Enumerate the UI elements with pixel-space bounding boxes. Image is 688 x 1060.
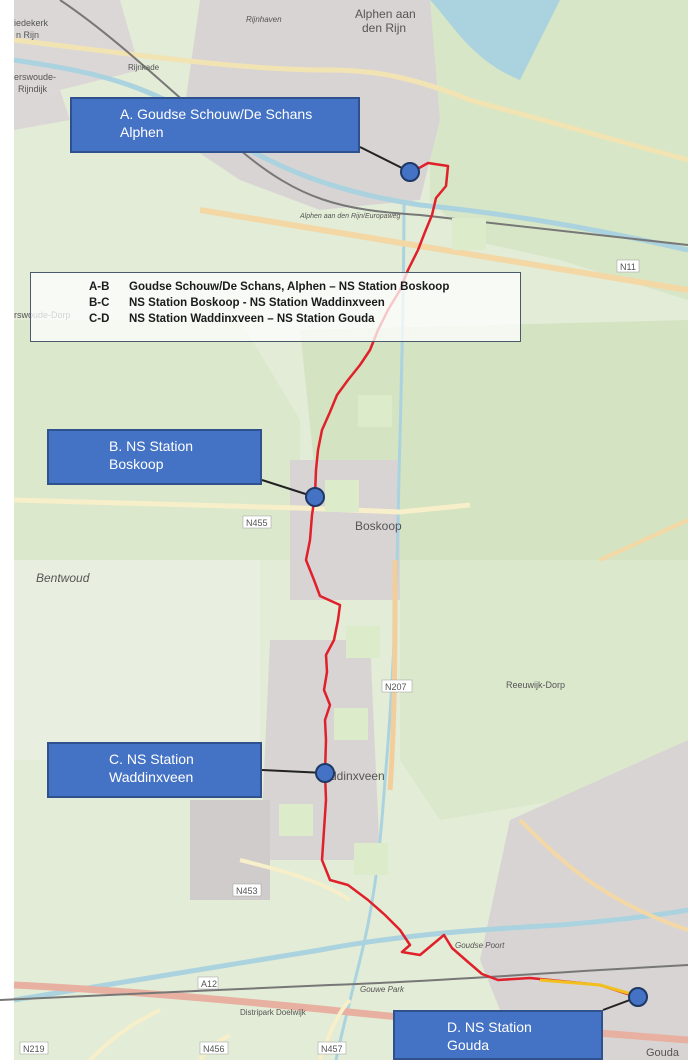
water-braassemermeer	[430, 0, 560, 80]
road-n219	[88, 1008, 161, 1060]
road-shield-n219	[19, 1041, 49, 1055]
legend-text: Goudse Schouw/De Schans, Alphen – NS Sta…	[129, 281, 450, 293]
label-rijnhaven: Rijnhaven	[246, 15, 282, 24]
label-n207: N207	[385, 682, 407, 692]
label-koudekerk-2: Rijndijk	[18, 84, 48, 94]
label-a12: A12	[201, 979, 217, 989]
gouwe-canal	[334, 199, 406, 1060]
legend-code: B-C	[89, 297, 110, 309]
label-bentwoud: Bentwoud	[36, 571, 90, 585]
map-square-7	[354, 843, 388, 875]
road-shield-n207	[381, 679, 413, 693]
urban-area-waddinxveen	[260, 640, 380, 860]
callout-c-subtitle: Waddinxveen	[109, 769, 194, 785]
map-square-4	[346, 626, 380, 658]
label-gouda: Gouda	[646, 1047, 680, 1059]
legend-text: NS Station Boskoop - NS Station Waddinxv…	[129, 297, 385, 309]
road-reeuwijk	[599, 518, 688, 562]
polder-area-east	[400, 560, 688, 820]
callout-d[interactable]: D. NS Station Gouda	[393, 1010, 603, 1060]
railway-gouda	[0, 964, 688, 1001]
road-north	[13, 37, 688, 163]
callout-a-title: A. Goudse Schouw/De Schans	[120, 106, 313, 122]
map-square-1	[452, 218, 486, 250]
map-square-3	[325, 480, 359, 512]
label-reeuwijk-dorp: Reeuwijk-Dorp	[506, 680, 565, 690]
label-n453: N453	[236, 886, 258, 896]
label-leiderdorp-2: n Rijn	[16, 30, 39, 40]
label-n456: N456	[203, 1044, 225, 1054]
route-alt-segment	[539, 978, 636, 997]
label-rijnkade: Rijnkade	[128, 63, 160, 72]
bentwoud-area	[14, 560, 260, 760]
legend-code: A-B	[89, 281, 110, 293]
label-n455: N455	[246, 518, 268, 528]
label-alphen-aan: Alphen aan	[355, 7, 416, 21]
label-n457: N457	[321, 1044, 343, 1054]
marker-a-goudse-schouw[interactable]	[400, 162, 420, 182]
map-square-2	[358, 395, 392, 427]
map-left-margin	[0, 0, 14, 1060]
label-leiderdorp-1: iedekerk	[14, 18, 49, 28]
callout-b-title: B. NS Station	[109, 438, 194, 454]
label-gouwe-park: Gouwe Park	[360, 985, 405, 994]
road-n453	[239, 858, 352, 902]
callout-c-title: C. NS Station	[109, 751, 194, 767]
road-shield-n453	[232, 883, 262, 897]
callout-d-subtitle: Gouda	[447, 1037, 490, 1053]
callout-c[interactable]: C. NS Station Waddinxveen	[47, 742, 262, 798]
hollandse-ijssel-river	[13, 907, 688, 1003]
road-gouda-north	[518, 818, 688, 932]
label-n11: N11	[620, 262, 636, 272]
legend-row-ab: A-B Goudse Schouw/De Schans, Alphen – NS …	[89, 279, 512, 295]
callout-a[interactable]: A. Goudse Schouw/De Schans Alphen	[70, 97, 360, 153]
road-shield-n456	[199, 1041, 229, 1055]
label-boskoop: Boskoop	[355, 519, 402, 533]
map-square-6	[279, 804, 313, 836]
road-shield-n457	[317, 1041, 347, 1055]
map-square-5	[334, 708, 368, 740]
urban-area-koudekerk	[14, 80, 70, 130]
label-alphen-street: Alphen aan den Rijn/Europaweg	[299, 213, 401, 220]
label-den-rijn: den Rijn	[362, 21, 406, 35]
oude-rijn-river	[13, 57, 688, 253]
legend-row-cd: C-D NS Station Waddinxveen – NS Station G…	[89, 311, 512, 327]
label-distripark: Distripark Doelwijk	[240, 1008, 307, 1017]
industrial-area-waddinxveen	[190, 800, 270, 900]
callout-a-subtitle: Alphen	[120, 124, 164, 140]
legend-code: C-D	[89, 313, 110, 325]
road-shield-n455	[242, 515, 272, 529]
callout-b[interactable]: B. NS Station Boskoop	[47, 429, 262, 485]
route-legend: A-B Goudse Schouw/De Schans, Alphen – NS …	[30, 272, 521, 342]
label-goudse-poort: Goudse Poort	[455, 941, 505, 950]
label-waddinxveen: ddinxveen	[330, 769, 385, 783]
marker-c-waddinxveen[interactable]	[315, 763, 335, 783]
legend-text: NS Station Waddinxveen – NS Station Goud…	[129, 313, 375, 325]
legend-row-bc: B-C NS Station Boskoop - NS Station Waddi…	[89, 295, 512, 311]
leader-line-c	[261, 769, 326, 774]
road-shield-a12	[197, 976, 219, 990]
marker-b-boskoop[interactable]	[305, 487, 325, 507]
road-shield-n11	[616, 259, 640, 273]
callout-d-title: D. NS Station	[447, 1019, 532, 1035]
polder-area-northeast	[430, 0, 688, 300]
label-n219: N219	[23, 1044, 45, 1054]
label-koudekerk-1: erswoude-	[14, 72, 56, 82]
marker-d-gouda[interactable]	[628, 987, 648, 1007]
urban-area-gouda	[480, 740, 688, 1060]
road-n11	[199, 207, 688, 293]
callout-b-subtitle: Boskoop	[109, 456, 164, 472]
